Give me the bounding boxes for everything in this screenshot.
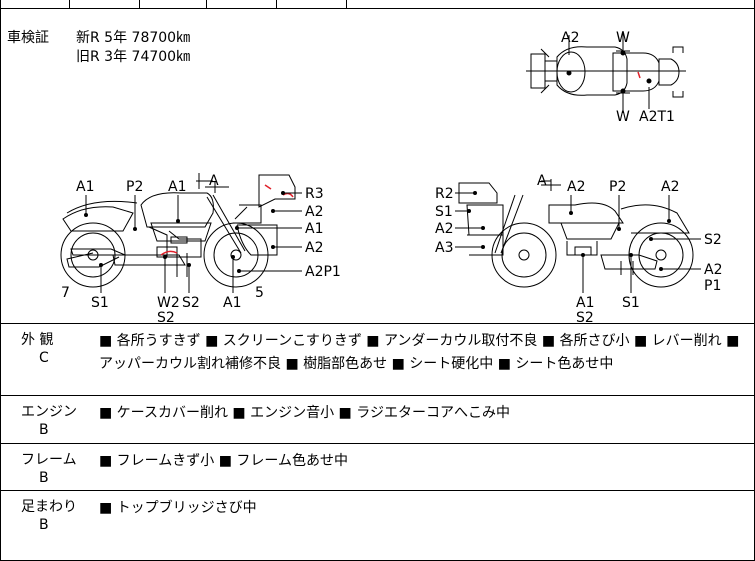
left-view-points: [84, 191, 285, 273]
diagram-label: A2P1: [305, 264, 341, 280]
diagram-label: S1: [435, 204, 453, 220]
diagram-label: A2: [661, 179, 679, 195]
diagram-label: S2: [576, 310, 594, 323]
section-notes: ■ トップブリッジさび中: [99, 500, 257, 516]
diagram-label: A2: [561, 30, 579, 46]
diagram-label: S1: [622, 295, 640, 311]
section-grade: B: [39, 517, 49, 533]
section-grade: B: [39, 470, 49, 486]
section-frame: フレーム B ■ フレームきず小 ■ フレーム色あせ中: [1, 443, 754, 491]
diagram-label: P2: [126, 179, 143, 195]
damage-mark: [264, 184, 272, 190]
diagram-label: A1: [576, 295, 594, 311]
diagram-label: R2: [435, 186, 454, 202]
right-side-motorcycle: [458, 179, 694, 288]
diagram-label: S2: [704, 232, 722, 248]
section-grade: B: [39, 422, 49, 438]
section-category: 外 観: [21, 332, 54, 348]
diagram-label: A3: [435, 240, 453, 256]
strip-divider: [139, 0, 140, 8]
section-notes: ■ 各所うすきず ■ スクリーンこすりきず ■ アンダーカウル取付不良 ■ 各所…: [99, 333, 740, 372]
strip-divider: [276, 0, 277, 8]
top-view-motorcycle: [526, 31, 686, 113]
diagram-label: A1: [76, 179, 94, 195]
right-view-leaders: [455, 180, 701, 293]
damage-mark: [637, 71, 641, 79]
diagram-label: A2: [305, 240, 323, 256]
section-category: 足まわり: [21, 499, 77, 515]
section-suspension: 足まわり B ■ トップブリッジさび中: [1, 490, 754, 561]
diagram-label: P1: [704, 278, 721, 294]
damage-diagram-area: 車検証 新R 5年 78700㎞ 旧R 3年 74700㎞: [1, 9, 754, 323]
section-category: エンジン: [21, 404, 77, 420]
right-view-points: [467, 191, 671, 271]
registration-new: 新R 5年 78700㎞: [76, 30, 191, 46]
section-notes: ■ フレームきず小 ■ フレーム色あせ中: [99, 453, 348, 469]
diagram-label: S2: [182, 295, 200, 311]
diagram-label: A2: [305, 204, 323, 220]
header-strip: [1, 0, 755, 9]
left-side-motorcycle: [60, 174, 296, 288]
diagram-label: A1: [223, 295, 241, 311]
section-grade: C: [39, 350, 49, 366]
strip-divider: [69, 0, 70, 8]
registration-old: 旧R 3年 74700㎞: [76, 49, 191, 65]
section-category: フレーム: [21, 452, 77, 468]
diagram-label: A1: [168, 179, 186, 195]
diagram-label: S2: [157, 310, 175, 323]
diagram-label: A2: [704, 262, 722, 278]
diagram-label: W: [616, 30, 630, 46]
diagram-label: A: [209, 173, 219, 189]
registration-label: 車検証: [7, 30, 49, 46]
diagram-label: A2T1: [639, 109, 675, 125]
diagram-label: W2: [157, 295, 180, 311]
damage-mark: [160, 250, 178, 256]
diagram-label: 7: [61, 285, 70, 301]
diagram-label: P2: [609, 179, 626, 195]
left-view-leaders: [85, 173, 302, 293]
diagram-label: 5: [255, 285, 264, 301]
diagram-label: R3: [305, 186, 324, 202]
section-exterior: 外 観 C ■ 各所うすきず ■ スクリーンこすりきず ■ アンダーカウル取付不…: [1, 323, 754, 396]
motorcycle-diagrams: A2 W W A2T1: [60, 30, 722, 323]
diagram-label: A1: [305, 221, 323, 237]
diagram-label: S1: [91, 295, 109, 311]
section-notes: ■ ケースカバー削れ ■ エンジン音小 ■ ラジエターコアへこみ中: [99, 405, 510, 421]
diagram-label: A: [537, 173, 547, 189]
diagram-label: A2: [435, 221, 453, 237]
diagram-label: W: [616, 109, 630, 125]
strip-divider: [206, 0, 207, 8]
section-engine: エンジン B ■ ケースカバー削れ ■ エンジン音小 ■ ラジエターコアへこみ中: [1, 395, 754, 444]
strip-divider: [346, 0, 347, 8]
diagram-label: A2: [567, 179, 585, 195]
